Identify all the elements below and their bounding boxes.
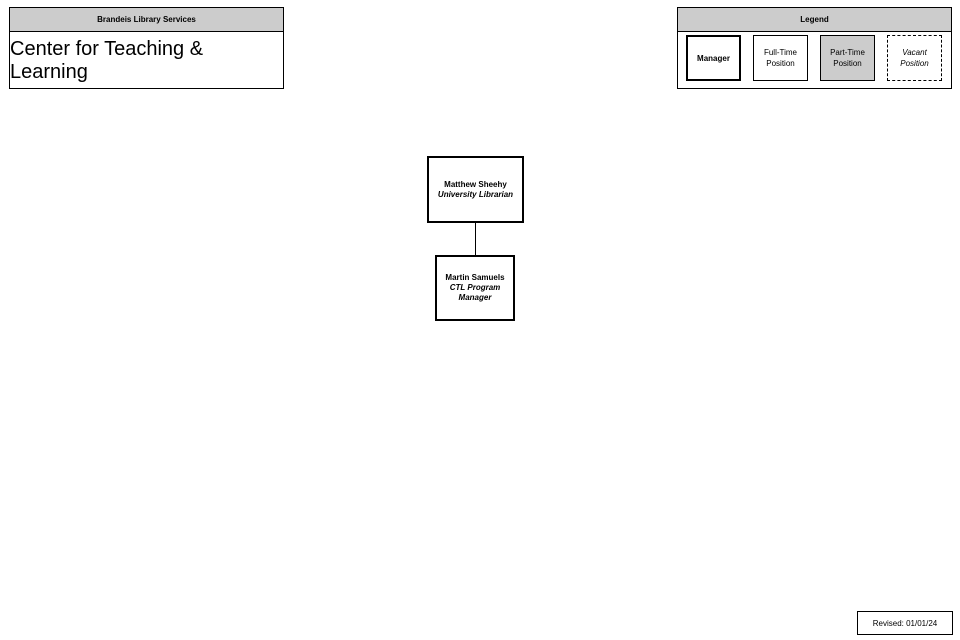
legend: Legend Manager Full-Time Position Part-T…	[677, 7, 952, 89]
node-title: University Librarian	[437, 189, 514, 199]
org-node-university-librarian: Matthew Sheehy University Librarian	[427, 156, 524, 223]
legend-item-manager: Manager	[686, 35, 741, 81]
org-node-ctl-program-manager: Martin Samuels CTL Program Manager	[435, 255, 515, 321]
department-title: Center for Teaching & Learning	[10, 37, 204, 83]
node-name: Martin Samuels	[445, 273, 505, 282]
legend-title: Legend	[678, 8, 951, 32]
legend-item-vacant: Vacant Position	[887, 35, 942, 81]
node-name: Matthew Sheehy	[444, 179, 507, 189]
node-title: CTL Program Manager	[449, 283, 501, 302]
organization-label: Brandeis Library Services	[10, 8, 283, 32]
revised-date: Revised: 01/01/24	[857, 611, 953, 635]
reporting-line	[475, 222, 476, 255]
legend-item-full-time: Full-Time Position	[753, 35, 808, 81]
department-title-box: Brandeis Library Services Center for Tea…	[9, 7, 284, 89]
legend-item-part-time: Part-Time Position	[820, 35, 875, 81]
